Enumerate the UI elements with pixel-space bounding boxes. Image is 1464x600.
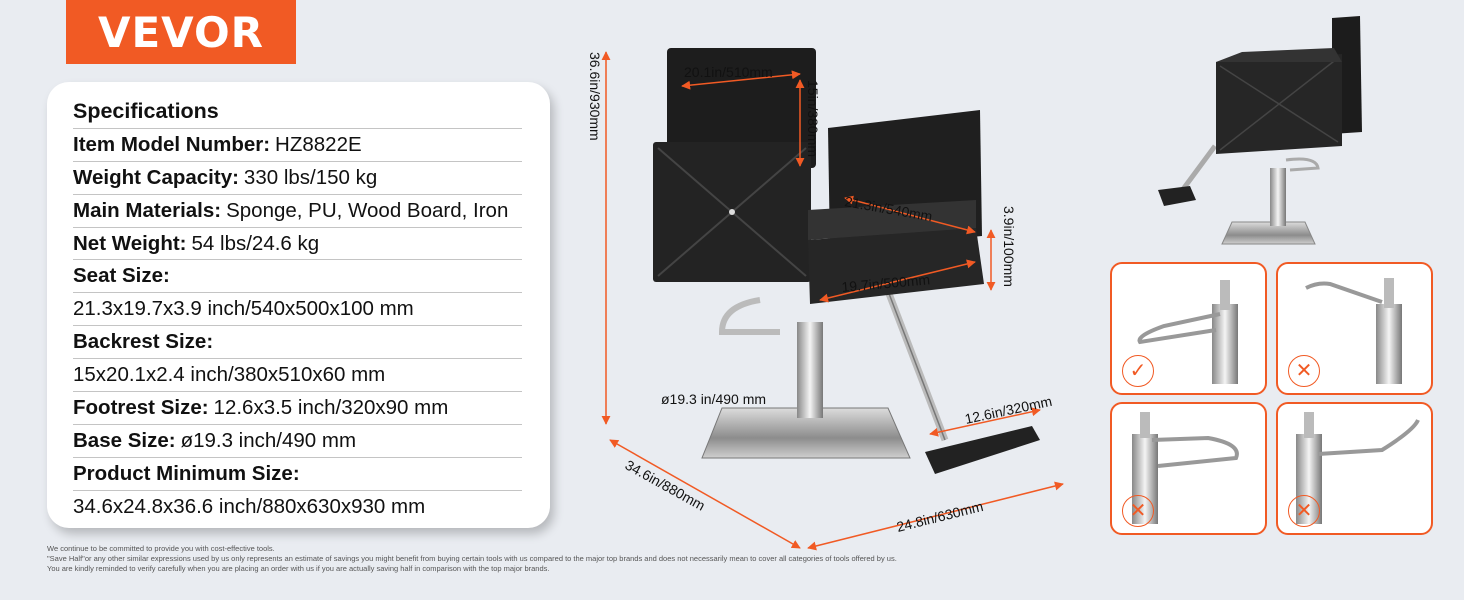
spec-row-weight-capacity: Weight Capacity: 330 lbs/150 kg bbox=[73, 162, 522, 195]
spec-value: 34.6x24.8x36.6 inch/880x630x930 mm bbox=[73, 495, 426, 519]
x-mark-icon: ✕ bbox=[1122, 495, 1154, 527]
thumbnail-wrong-install-3: ✕ bbox=[1276, 402, 1433, 535]
disclaimer-text: We continue to be committed to provide y… bbox=[47, 544, 1147, 574]
spec-row-backrest-size-value: 15x20.1x2.4 inch/380x510x60 mm bbox=[73, 359, 522, 393]
thumbnail-correct-install: ✓ bbox=[1110, 262, 1267, 395]
side-base bbox=[1221, 221, 1316, 245]
thumbnail-wrong-install-2: ✕ bbox=[1110, 402, 1267, 535]
spec-row-min-size-value: 34.6x24.8x36.6 inch/880x630x930 mm bbox=[73, 491, 522, 524]
spec-row-base-size: Base Size: ø19.3 inch/490 mm bbox=[73, 425, 522, 458]
dim-footrest-width-label: 12.6in/320mm bbox=[963, 393, 1053, 427]
spec-row-net-weight: Net Weight: 54 lbs/24.6 kg bbox=[73, 228, 522, 261]
spec-value: 21.3x19.7x3.9 inch/540x500x100 mm bbox=[73, 297, 414, 321]
spec-value: 15x20.1x2.4 inch/380x510x60 mm bbox=[73, 363, 386, 387]
spec-row-model: Item Model Number: HZ8822E bbox=[73, 129, 522, 162]
dim-backrest-height-label: 15in/380mm bbox=[805, 80, 821, 157]
dim-depth-label: 34.6in/880mm bbox=[623, 457, 708, 514]
spec-title: Specifications bbox=[73, 99, 219, 124]
thumbnail-wrong-install-1: ✕ bbox=[1276, 262, 1433, 395]
disclaimer-line: We continue to be committed to provide y… bbox=[47, 544, 275, 553]
spec-key: Footrest Size: bbox=[73, 395, 209, 419]
check-icon: ✓ bbox=[1122, 355, 1154, 387]
spec-value: HZ8822E bbox=[275, 132, 362, 156]
dim-base-diameter-label: ø19.3 in/490 mm bbox=[661, 391, 766, 407]
disclaimer-line: You are kindly reminded to verify carefu… bbox=[47, 564, 550, 573]
vevor-logo: VEVOR bbox=[66, 0, 296, 64]
disclaimer-line: "Save Half"or any other similar expressi… bbox=[47, 554, 897, 563]
spec-key: Weight Capacity: bbox=[73, 165, 239, 189]
spec-row-min-size: Product Minimum Size: bbox=[73, 458, 522, 491]
spec-row-seat-size-value: 21.3x19.7x3.9 inch/540x500x100 mm bbox=[73, 293, 522, 327]
spec-row-footrest-size: Footrest Size: 12.6x3.5 inch/320x90 mm bbox=[73, 392, 522, 425]
spec-key: Product Minimum Size: bbox=[73, 461, 300, 485]
chair-column bbox=[797, 322, 823, 418]
spec-key: Main Materials: bbox=[73, 198, 222, 222]
spec-title-row: Specifications bbox=[73, 96, 522, 129]
spec-value: 330 lbs/150 kg bbox=[243, 165, 378, 189]
spec-row-materials: Main Materials: Sponge, PU, Wood Board, … bbox=[73, 195, 522, 228]
spec-key: Backrest Size: bbox=[73, 330, 214, 354]
x-mark-icon: ✕ bbox=[1288, 355, 1320, 387]
pump-pedal bbox=[718, 297, 780, 335]
logo-text: VEVOR bbox=[97, 7, 264, 57]
dim-width-label: 24.8in/630mm bbox=[895, 498, 985, 535]
side-footrest bbox=[1158, 186, 1196, 206]
spec-value: 54 lbs/24.6 kg bbox=[191, 231, 320, 255]
spec-value: 12.6x3.5 inch/320x90 mm bbox=[213, 395, 449, 419]
spec-row-backrest-size: Backrest Size: bbox=[73, 326, 522, 360]
dim-seat-depth-label: 19.7in/500mm bbox=[841, 271, 931, 295]
specifications-card: Specifications Item Model Number: HZ8822… bbox=[47, 82, 550, 528]
spec-key: Item Model Number: bbox=[73, 132, 271, 156]
spec-value: ø19.3 inch/490 mm bbox=[180, 428, 357, 452]
spec-key: Base Size: bbox=[73, 428, 176, 452]
dim-backrest-width-label: 20.1in/510mm bbox=[684, 64, 773, 80]
dim-height-label: 36.6in/930mm bbox=[587, 52, 603, 141]
spec-key: Net Weight: bbox=[73, 231, 187, 255]
spec-key: Seat Size: bbox=[73, 264, 170, 288]
x-mark-icon: ✕ bbox=[1288, 495, 1320, 527]
spec-value: Sponge, PU, Wood Board, Iron bbox=[226, 198, 509, 222]
dim-seat-thickness-label: 3.9in/100mm bbox=[1001, 206, 1017, 287]
spec-row-seat-size: Seat Size: bbox=[73, 260, 522, 294]
chair-side-view bbox=[1158, 16, 1362, 245]
footrest bbox=[925, 426, 1040, 474]
